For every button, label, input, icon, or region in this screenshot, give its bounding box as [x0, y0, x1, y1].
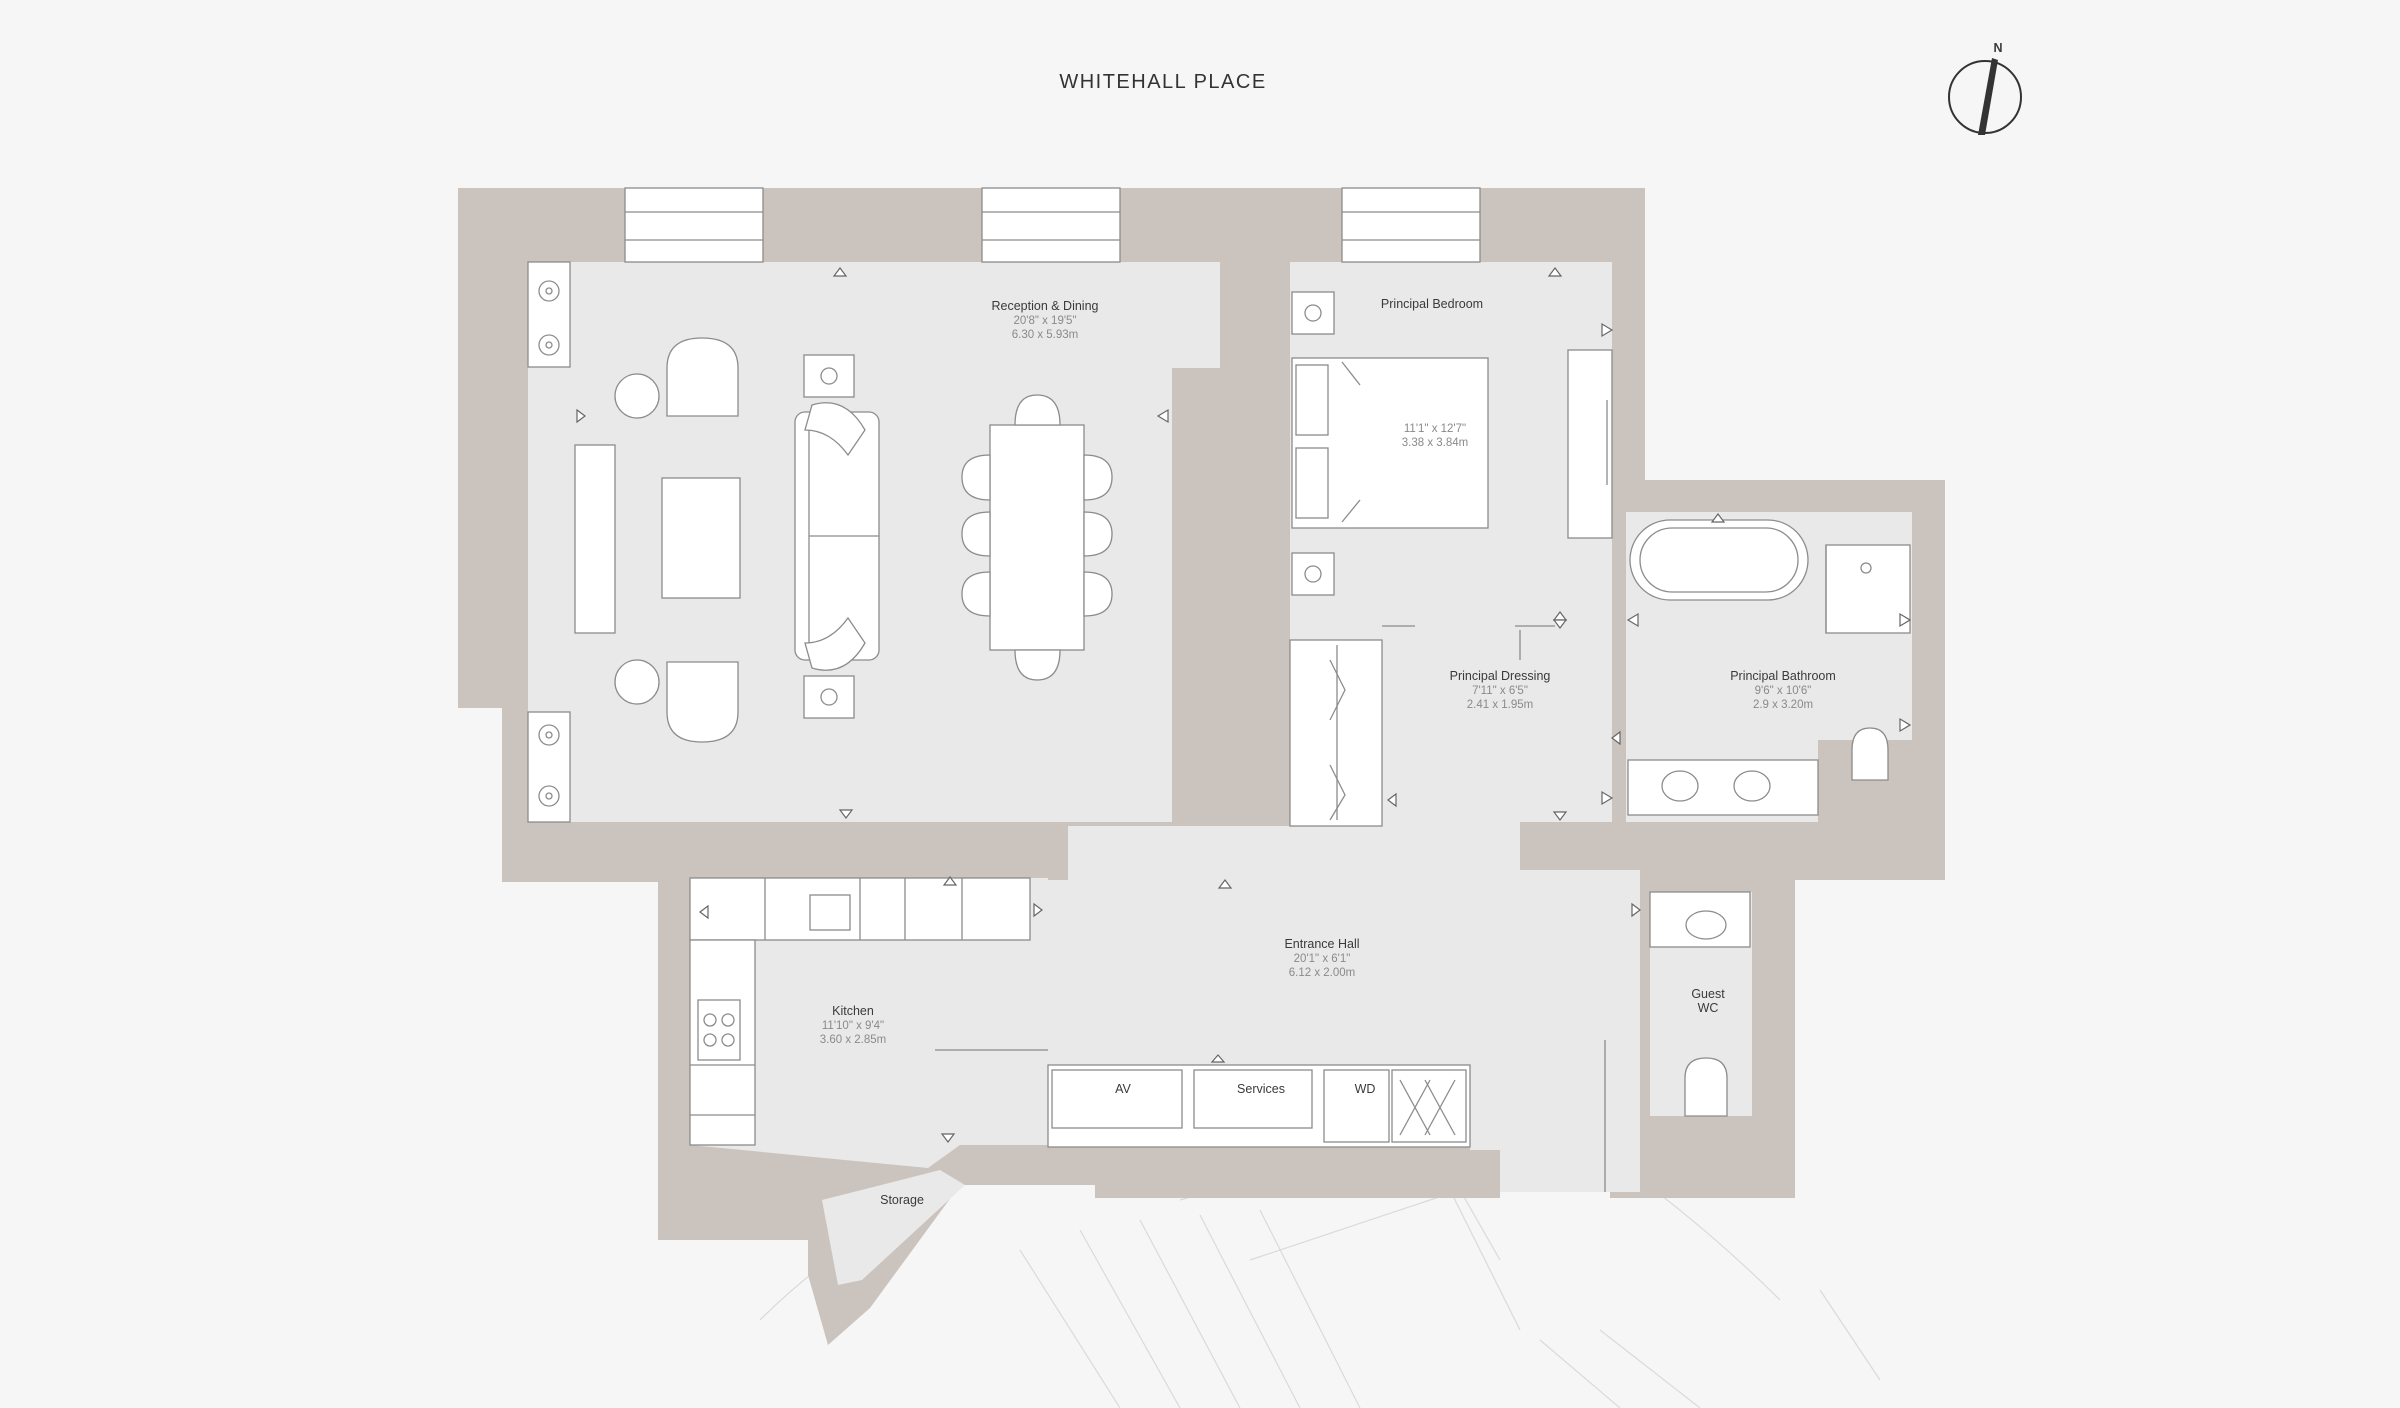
wardrobe [1567, 349, 1613, 539]
fireplace-unit [574, 444, 616, 634]
room-label-reception: Reception & Dining 20'8" x 19'5" 6.30 x … [991, 299, 1098, 341]
dining-table [989, 424, 1085, 651]
room-name-line2: WC [1698, 1001, 1719, 1015]
shelving-upper [527, 261, 571, 368]
shelving-lower [527, 711, 571, 823]
room-name: Principal Dressing [1450, 669, 1551, 683]
room-dimension-metric: 2.9 x 3.20m [1753, 699, 1813, 711]
room-name: Reception & Dining [991, 299, 1098, 313]
room-dimension-imperial: 9'6" x 10'6" [1755, 685, 1812, 697]
room-label-storage: Storage [880, 1193, 924, 1207]
windows [624, 187, 1481, 263]
room-name: Principal Bathroom [1730, 669, 1836, 683]
north-arrow: N [1948, 41, 2022, 135]
room-dimension-metric: 2.41 x 1.95m [1467, 699, 1533, 711]
room-dimension-metric: 3.60 x 2.85m [820, 1034, 886, 1046]
room-dimension-metric: 6.30 x 5.93m [1012, 329, 1078, 341]
room-label-principal-bathroom: Principal Bathroom 9'6" x 10'6" 2.9 x 3.… [1730, 669, 1836, 711]
bedroom-furniture [1291, 291, 1613, 596]
cupboard-label-av: AV [1115, 1082, 1131, 1096]
reception-furniture [527, 261, 1113, 823]
room-dimension-imperial: 7'11" x 6'5" [1472, 685, 1528, 697]
shower [1825, 544, 1911, 634]
toilet [1851, 727, 1889, 781]
hall-cupboards [1047, 1064, 1471, 1148]
dressing-fittings [1289, 625, 1555, 827]
room-name: Kitchen [832, 1004, 874, 1018]
street-label: WHITEHALL PLACE [1059, 71, 1266, 93]
room-name: Storage [880, 1193, 924, 1207]
room-dimension-imperial: 11'1" x 12'7" [1404, 423, 1466, 435]
room-dimension-metric: 3.38 x 3.84m [1402, 437, 1468, 449]
armchair [666, 661, 739, 743]
room-label-guest-wc: Guest WC [1691, 987, 1725, 1015]
room-label-principal-bedroom: Principal Bedroom 11'1" x 12'7" 3.38 x 3… [1381, 297, 1483, 449]
kitchen-fittings [689, 877, 1048, 1146]
room-name: Entrance Hall [1284, 937, 1359, 951]
room-dimension-imperial: 20'8" x 19'5" [1013, 315, 1076, 327]
armchair [666, 337, 739, 417]
floor-wc [1650, 892, 1752, 1116]
coffee-table [661, 477, 741, 599]
room-name: Principal Bedroom [1381, 297, 1483, 311]
vanity [1627, 759, 1819, 816]
floor-storage [822, 1170, 965, 1285]
room-dimension-imperial: 20'1" x 6'1" [1294, 953, 1351, 965]
room-dimension-imperial: 11'10" x 9'4" [822, 1020, 884, 1032]
cupboard-label-wd: WD [1355, 1082, 1376, 1096]
wc-fittings [1604, 891, 1751, 1192]
room-dimension-metric: 6.12 x 2.00m [1289, 967, 1355, 979]
room-label-principal-dressing: Principal Dressing 7'11" x 6'5" 2.41 x 1… [1450, 669, 1551, 711]
room-name-line1: Guest [1691, 987, 1725, 1001]
room-label-entrance-hall: Entrance Hall 20'1" x 6'1" 6.12 x 2.00m [1284, 937, 1359, 979]
floor-kitchen [690, 878, 1048, 1168]
room-label-kitchen: Kitchen 11'10" x 9'4" 3.60 x 2.85m [820, 1004, 886, 1046]
markers [576, 267, 1912, 1143]
north-label: N [1993, 41, 2002, 55]
cupboard-label-services: Services [1237, 1082, 1285, 1096]
bathroom-fittings [1627, 519, 1911, 816]
floor-hall [1048, 826, 1640, 1192]
